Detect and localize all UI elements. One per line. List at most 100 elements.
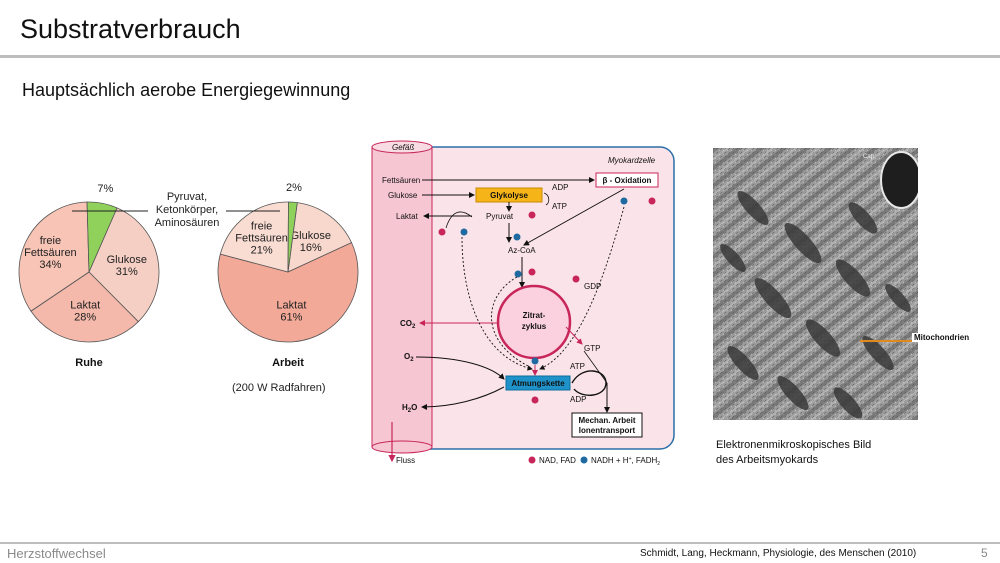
cap-label: Cap <box>863 154 875 160</box>
pyruvat-nadh-dot <box>513 233 521 241</box>
vessel-bottom <box>371 440 433 454</box>
pie-work-slice-2-label-1: Fettsäuren <box>235 233 288 245</box>
dotted-path-3 <box>539 206 625 370</box>
laktat-label: Laktat <box>396 212 419 221</box>
dotted-path-1 <box>461 236 533 371</box>
co2-text: CO <box>400 319 412 328</box>
electron-micrograph: Cap <box>713 148 922 420</box>
page-number: 5 <box>981 546 988 560</box>
pie-rest-slice-1-label-0: Laktat <box>70 299 100 311</box>
metabolism-diagram: Myokardzelle Gefäß Fluss Fettsäuren Gluk… <box>362 137 680 472</box>
work-note: (200 W Radfahren) <box>232 382 326 394</box>
pie-work-slice-2-label-2: 21% <box>251 245 273 257</box>
pie-rest-slice-2-label-0: freie <box>40 235 61 247</box>
atmungskette-box <box>505 375 571 391</box>
gtp-arrow <box>565 326 583 345</box>
beta-oxidation-label: β - Oxidation <box>603 176 652 185</box>
h2o-sub: 2 <box>408 408 412 414</box>
beta-nad-dot <box>648 197 656 205</box>
glyk-atp-arc <box>543 192 550 206</box>
micrograph-caption-line2: des Arbeitsmyokards <box>716 454 819 466</box>
laktat-nad-dot <box>438 228 446 236</box>
fettsaeuren-label: Fettsäuren <box>382 176 420 185</box>
pyruvat-nad-dot <box>528 211 536 219</box>
atp-cycle-loop <box>571 370 607 396</box>
mechan-label-2: Ionentransport <box>579 426 636 435</box>
capillary <box>880 151 922 209</box>
micrograph-caption: Elektronenmikroskopisches Bild des Arbei… <box>716 438 916 468</box>
slide-subtitle: Hauptsächlich aerobe Energiegewinnung <box>22 80 351 100</box>
pie-rest-slice-0 <box>88 207 160 323</box>
pie-rest-slice-2-label-2: 34% <box>39 259 61 271</box>
flow-label: Fluss <box>396 456 415 465</box>
h2o-text: H <box>402 403 408 412</box>
legend-nad-label: NAD, FAD <box>539 456 576 465</box>
pie-rest-slice-3 <box>86 201 118 273</box>
footer-source: Schmidt, Lang, Heckmann, Physiologie, de… <box>640 548 917 559</box>
mitochondria-label: Mitochondrien <box>912 333 972 342</box>
gdp-label: GDP <box>584 282 601 291</box>
laktat-arc <box>445 211 473 229</box>
beta-oxidation-box <box>595 172 659 188</box>
legend-fadh-sub: 2 <box>657 461 660 467</box>
azcoa-label: Az-CoA <box>508 246 536 255</box>
chain-adp-label: ADP <box>570 395 586 404</box>
beta-nadh-dot <box>620 197 628 205</box>
o2-sub: 2 <box>410 357 414 363</box>
pie-work-slice-0-label-0: Glukose <box>291 230 331 242</box>
chain-atp-label: ATP <box>570 362 585 371</box>
legend-nadh-label: NADH + H+, FADH2 <box>591 456 660 467</box>
footer-divider <box>0 542 1000 544</box>
co2-label: CO2 <box>400 319 416 330</box>
legend-nad-dot <box>528 456 536 464</box>
pie-work-label: Arbeit <box>272 357 304 369</box>
pie-work-slice-3-label-0: 2% <box>286 182 302 194</box>
pie-rest-slice-1-label-1: 28% <box>74 311 96 323</box>
pie-work-slice-0 <box>287 202 353 273</box>
h2o-arrow <box>421 386 505 410</box>
laktat-nadh-dot <box>460 228 468 236</box>
mitochondria-pointer <box>860 340 912 342</box>
mechan-box <box>571 412 643 438</box>
azcoa-nad-dot <box>528 268 536 276</box>
h2o-tail: O <box>411 403 417 412</box>
blood-vessel <box>371 146 433 448</box>
glukose-label: Glukose <box>388 191 418 200</box>
micrograph-caption-line1: Elektronenmikroskopisches Bild <box>716 439 872 451</box>
pie-rest-label: Ruhe <box>75 357 103 369</box>
zitrat-label-1: Zitrat- <box>523 311 546 320</box>
o2-text: O <box>404 352 410 361</box>
slide-title: Substratverbrauch <box>20 14 241 44</box>
pie-rest-slice-0-label-1: 31% <box>116 266 138 278</box>
metabolism-diagram-svg: Myokardzelle Gefäß Fluss Fettsäuren Gluk… <box>371 140 675 467</box>
center-label-2: Ketonkörper, <box>156 204 218 216</box>
pie-rest-slice-2 <box>18 201 90 312</box>
center-label-3: Aminosäuren <box>155 217 220 229</box>
micrograph-image: Cap <box>713 148 922 420</box>
gtp-label: GTP <box>584 344 600 353</box>
dotted-path-2 <box>491 276 531 368</box>
azcoa-nadh-dot <box>514 270 522 278</box>
pie-work-slice-1-label-0: Laktat <box>276 299 306 311</box>
chain-nadh-dot <box>531 357 539 365</box>
pie-charts-svg: Glukose31%Laktat28%freieFettsäuren34%7% … <box>18 182 359 369</box>
beta-to-azcoa-arrow <box>523 188 625 246</box>
vessel-label: Gefäß <box>392 143 414 152</box>
gdp-dot <box>572 275 580 283</box>
pie-rest-slice-3-label-0: 7% <box>97 183 113 195</box>
legend-nadh-sup: + <box>629 456 632 462</box>
cell-label: Myokardzelle <box>608 156 656 165</box>
gtp-link <box>583 350 608 384</box>
pie-work-slice-1-label-1: 61% <box>280 311 302 323</box>
o2-arrow <box>415 356 505 380</box>
vessel-top <box>371 140 433 154</box>
pyruvat-label: Pyruvat <box>486 212 514 221</box>
glyk-atp: ATP <box>552 202 567 211</box>
o2-label: O2 <box>404 352 414 363</box>
mechan-label-1: Mechan. Arbeit <box>578 416 635 425</box>
legend-nadh-dot <box>580 456 588 464</box>
title-divider <box>0 55 1000 58</box>
pie-rest-slice-2-label-1: Fettsäuren <box>24 247 77 259</box>
pie-work-slice-2-label-0: freie <box>251 221 272 233</box>
